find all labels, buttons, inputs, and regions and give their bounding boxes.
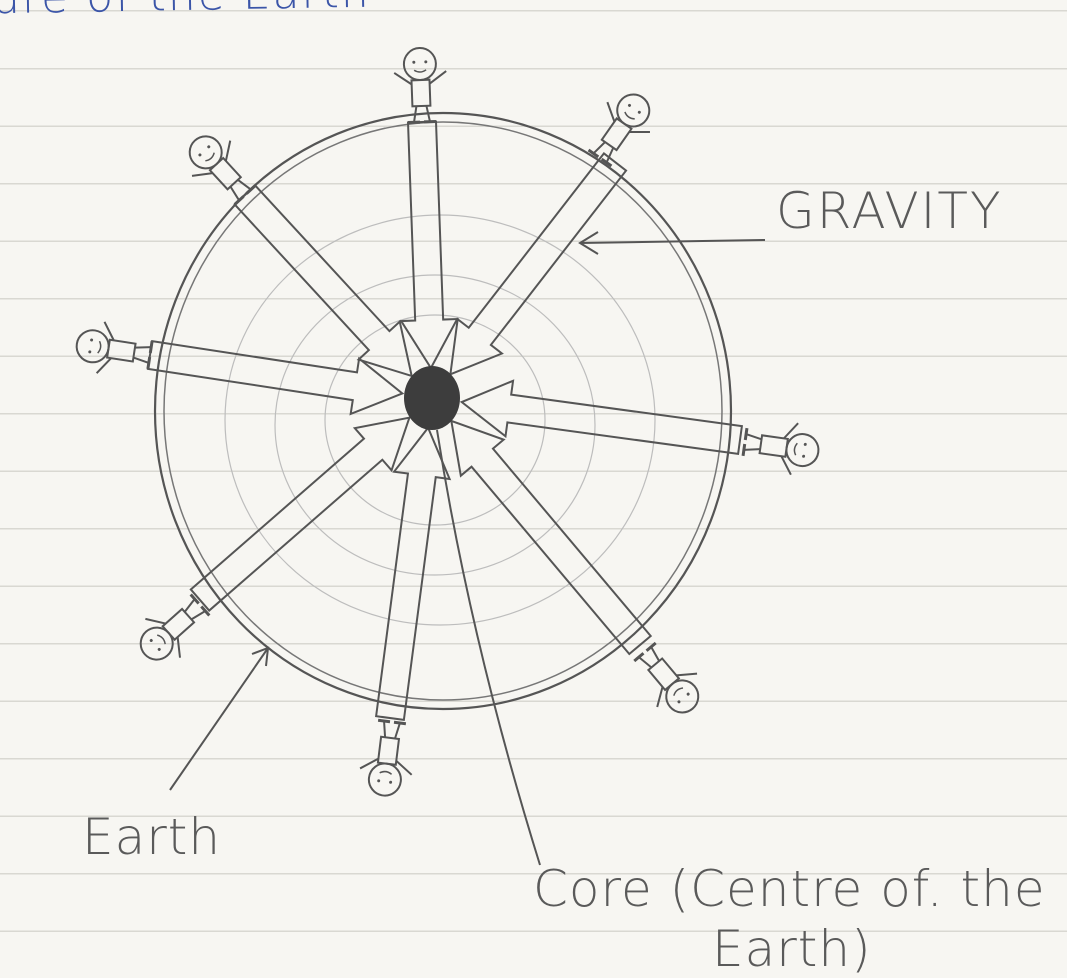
person-figure — [741, 416, 822, 478]
earth-label: Earth — [82, 808, 221, 866]
gravity-arrow — [235, 186, 412, 376]
gravity-label: GRAVITY — [776, 182, 1003, 240]
person-figure — [127, 586, 217, 674]
core-pointer — [437, 430, 540, 865]
gravity-arrow — [191, 418, 410, 611]
gravity-pointer — [580, 232, 765, 254]
gravity-arrow — [451, 421, 650, 654]
core-label-line1: Core (Centre of. the — [533, 860, 1046, 918]
gravity-arrow — [462, 381, 742, 454]
person-figure — [357, 719, 418, 799]
person-figure — [176, 123, 264, 213]
earth-core — [404, 366, 460, 430]
core-label-line2: Earth) — [712, 920, 872, 978]
gravity-arrow — [401, 121, 457, 368]
person-figure — [625, 635, 712, 725]
person-figure — [579, 82, 664, 172]
person-figure — [393, 47, 448, 123]
person-figure — [73, 318, 154, 381]
earth-pointer — [170, 648, 268, 790]
gravity-arrow — [450, 153, 626, 374]
gravity-arrow — [148, 341, 402, 414]
